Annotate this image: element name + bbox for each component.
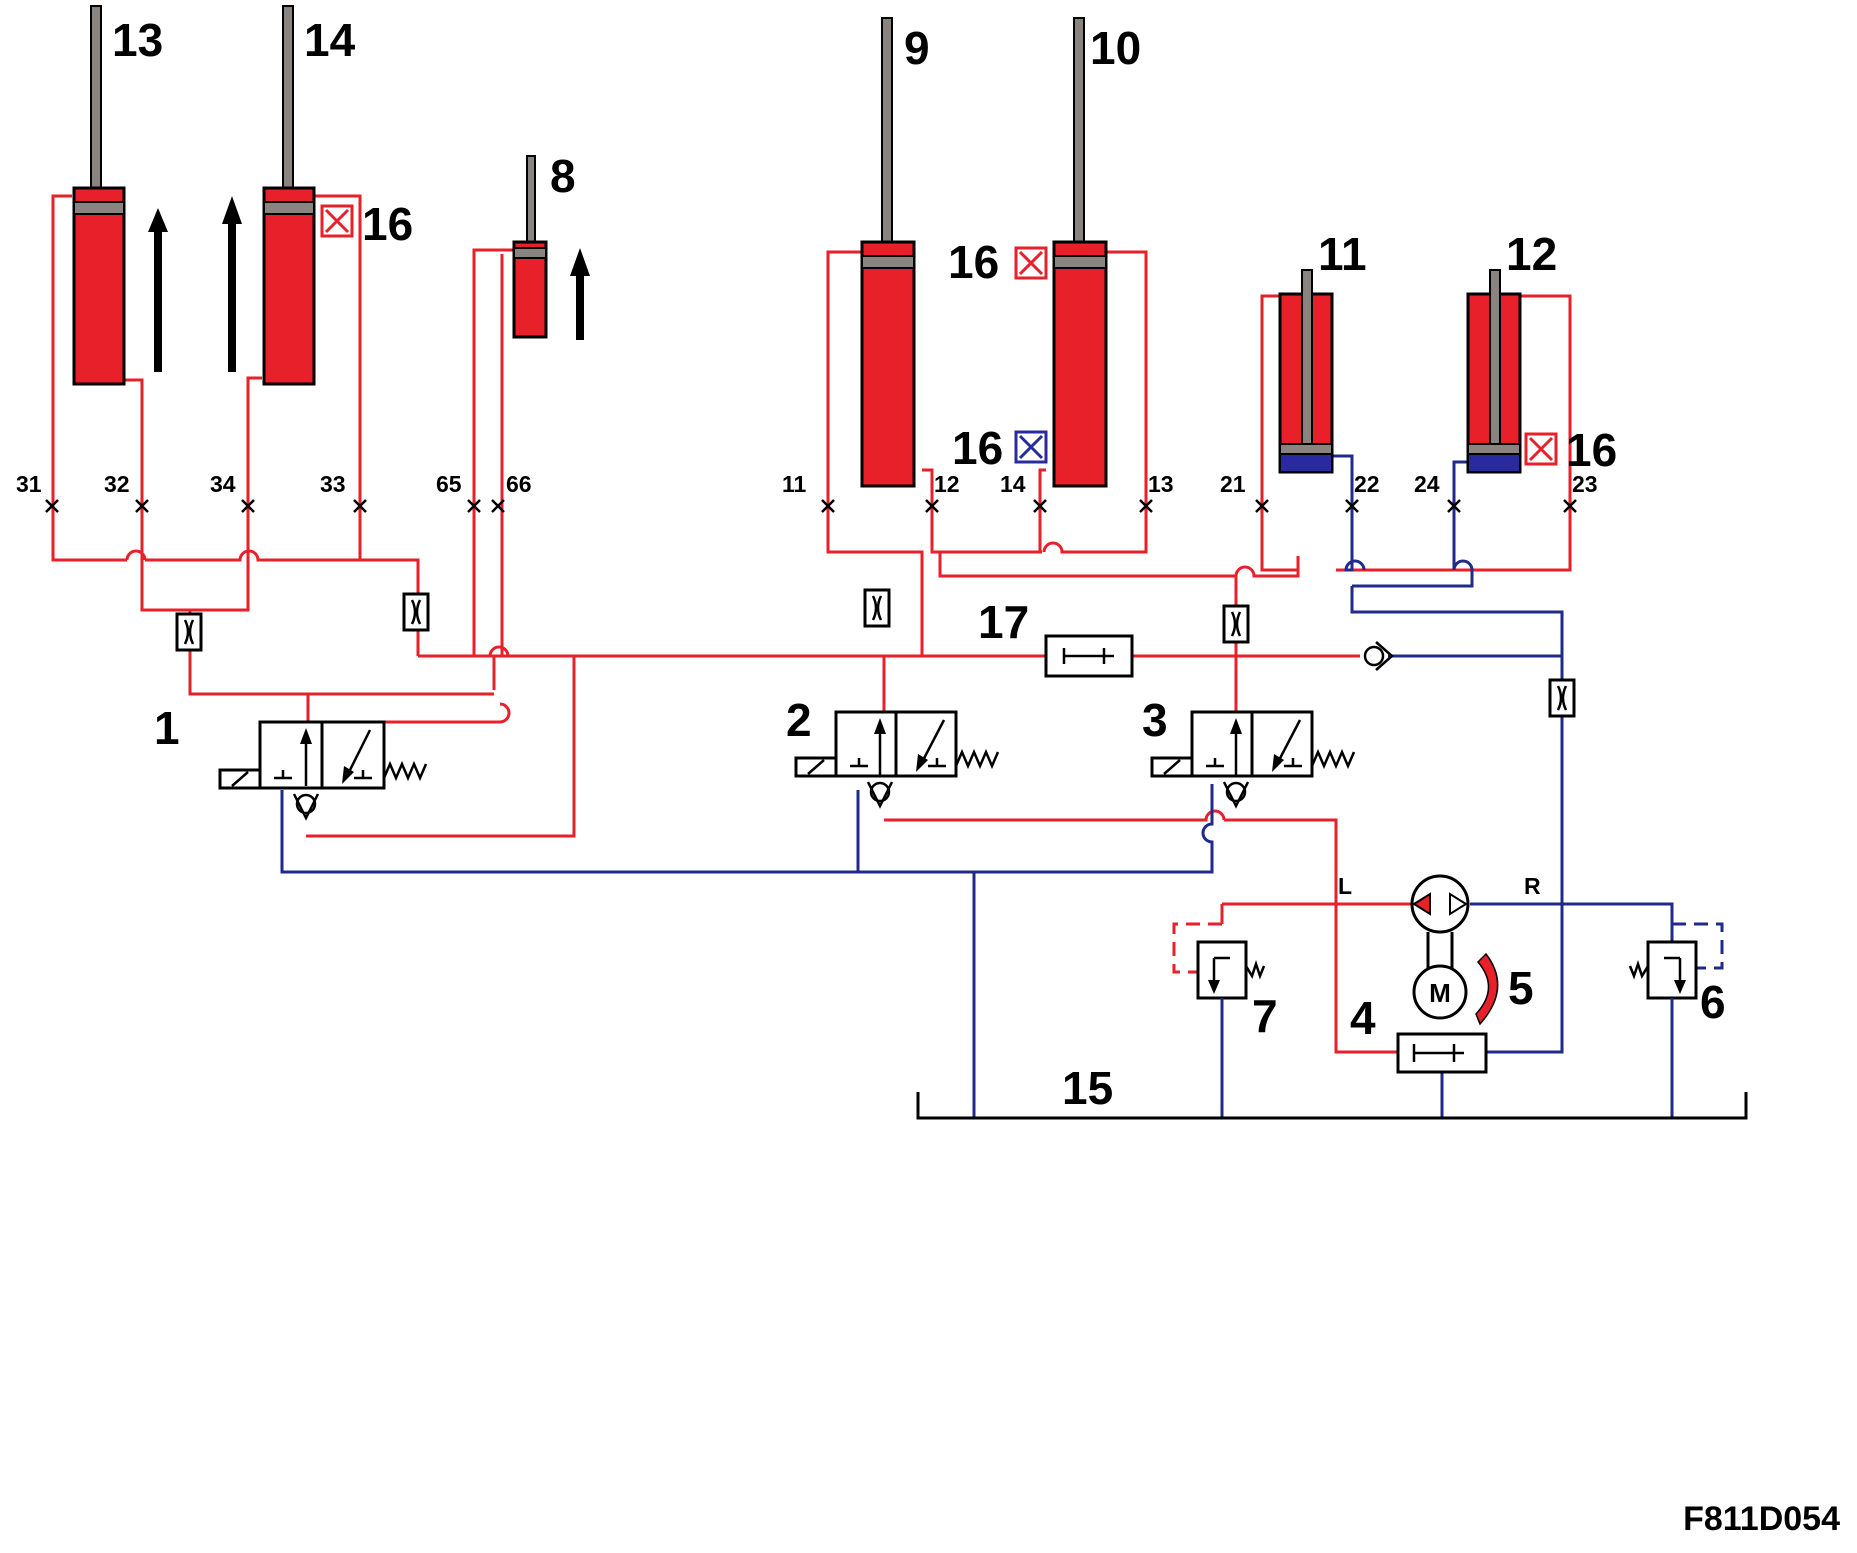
label-14: 14 bbox=[304, 14, 356, 66]
port-34: 34 bbox=[210, 471, 236, 497]
port-13: 13 bbox=[1148, 471, 1174, 497]
label-17: 17 bbox=[978, 596, 1029, 648]
cylinder-12 bbox=[1466, 269, 1522, 474]
cylinder-9 bbox=[860, 17, 916, 488]
cylinder-14 bbox=[222, 5, 316, 386]
cylinder-8 bbox=[512, 155, 590, 340]
pump bbox=[1410, 874, 1470, 970]
port-23: 23 bbox=[1572, 471, 1598, 497]
port-12: 12 bbox=[934, 471, 960, 497]
port-21: 21 bbox=[1220, 471, 1246, 497]
pump-port-L: L bbox=[1338, 873, 1352, 899]
motor: M bbox=[1412, 964, 1468, 1020]
sensor-16-cyl10-top bbox=[1014, 246, 1048, 280]
pressure-lines bbox=[51, 194, 1572, 1054]
port-33: 33 bbox=[320, 471, 346, 497]
port-14: 14 bbox=[1000, 471, 1026, 497]
valve-2 bbox=[794, 710, 1000, 809]
label-3: 3 bbox=[1142, 694, 1168, 746]
return-lines bbox=[280, 454, 1724, 1118]
shuttle-valve-17 bbox=[1044, 634, 1134, 678]
valve-3 bbox=[1150, 710, 1356, 809]
label-16-b: 16 bbox=[948, 236, 999, 288]
valve-1 bbox=[218, 720, 428, 821]
sensor-16-cyl12 bbox=[1524, 432, 1558, 466]
label-12: 12 bbox=[1506, 228, 1557, 280]
port-31: 31 bbox=[16, 471, 42, 497]
cylinder-11 bbox=[1278, 269, 1334, 474]
label-15: 15 bbox=[1062, 1062, 1113, 1114]
cylinder-13 bbox=[72, 5, 168, 386]
label-11: 11 bbox=[1318, 228, 1367, 280]
motor-label: M bbox=[1429, 978, 1451, 1008]
label-6: 6 bbox=[1700, 976, 1726, 1028]
test-port-crosses bbox=[45, 499, 1577, 513]
label-5: 5 bbox=[1508, 962, 1534, 1014]
port-11: 11 bbox=[782, 471, 807, 497]
label-16-c: 16 bbox=[952, 422, 1003, 474]
label-10: 10 bbox=[1090, 22, 1141, 74]
port-66: 66 bbox=[506, 471, 532, 497]
relief-valve-6 bbox=[1628, 940, 1698, 1000]
reservoir-valve-4 bbox=[1396, 1032, 1488, 1074]
sensor-16-cyl14 bbox=[320, 204, 354, 238]
label-8: 8 bbox=[550, 150, 576, 202]
label-13: 13 bbox=[112, 14, 163, 66]
figure-code: F811D054 bbox=[1683, 1500, 1840, 1538]
label-9: 9 bbox=[904, 22, 930, 74]
pump-port-R: R bbox=[1524, 873, 1541, 899]
tank bbox=[916, 1092, 1748, 1120]
check-valve-main bbox=[1363, 641, 1394, 671]
rotation-arrow-icon bbox=[1475, 952, 1499, 1026]
label-1: 1 bbox=[154, 702, 180, 754]
port-65: 65 bbox=[436, 471, 462, 497]
port-32: 32 bbox=[104, 471, 130, 497]
label-7: 7 bbox=[1252, 990, 1278, 1042]
port-24: 24 bbox=[1414, 471, 1440, 497]
cylinder-10 bbox=[1052, 17, 1108, 488]
label-16-d: 16 bbox=[1566, 424, 1617, 476]
orifices bbox=[175, 588, 1576, 718]
port-22: 22 bbox=[1354, 471, 1380, 497]
label-2: 2 bbox=[786, 694, 812, 746]
sensor-16-cyl10-bottom bbox=[1014, 430, 1048, 464]
relief-valve-7 bbox=[1196, 940, 1266, 1000]
label-4: 4 bbox=[1350, 992, 1376, 1044]
label-16-a: 16 bbox=[362, 198, 413, 250]
